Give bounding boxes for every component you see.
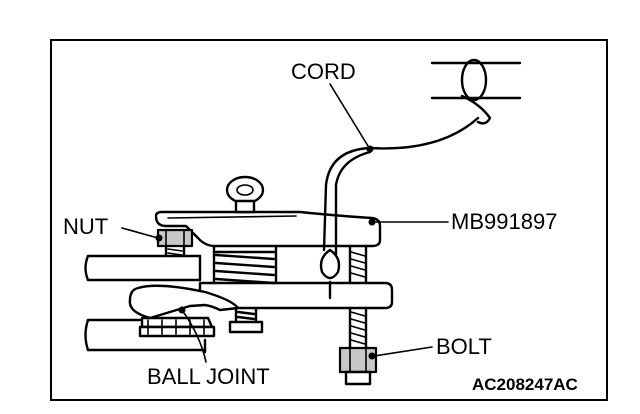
- knuckle-arm: [84, 254, 202, 282]
- leader-bolt: [373, 346, 433, 357]
- label-nut: NUT: [63, 214, 108, 239]
- cord: [319, 116, 480, 300]
- ball-joint: [128, 284, 240, 338]
- label-bolt: BOLT: [436, 334, 492, 359]
- hanger-tube: [430, 58, 522, 125]
- label-ball-joint: BALL JOINT: [147, 364, 270, 389]
- label-cord: CORD: [291, 59, 356, 84]
- label-tool: MB991897: [451, 209, 557, 234]
- forcing-bolt: [338, 244, 378, 386]
- leader-ball-joint: [181, 309, 207, 363]
- lower-arm: [84, 318, 207, 354]
- figure-code: AC208247AC: [472, 375, 578, 394]
- tool-spring: [212, 242, 278, 285]
- leader-lines: [121, 83, 449, 363]
- leader-nut: [121, 227, 159, 239]
- tool-lower-screw: [228, 306, 264, 334]
- leader-cord: [329, 83, 369, 147]
- nut: [156, 228, 194, 258]
- diagram-frame: [50, 39, 608, 401]
